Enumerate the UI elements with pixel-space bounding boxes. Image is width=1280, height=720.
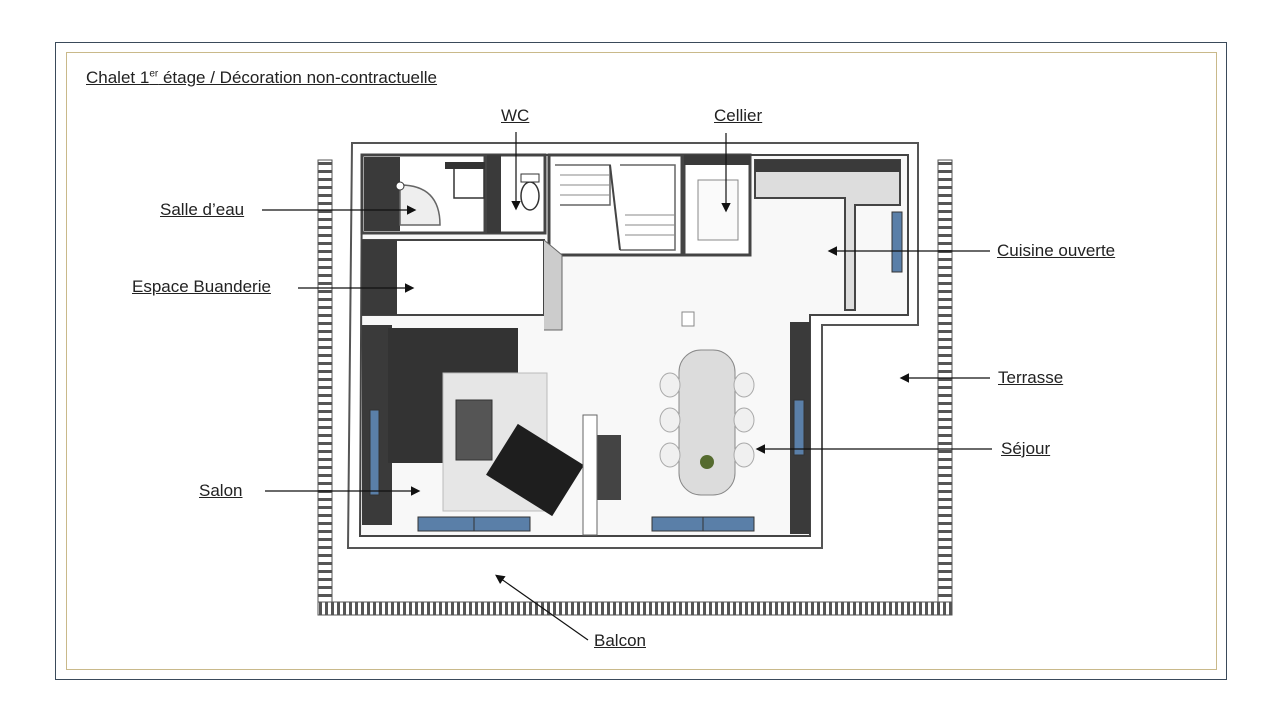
page-title: Chalet 1er étage / Décoration non-contra… — [86, 68, 438, 87]
label-balcon: Balcon — [594, 631, 646, 650]
buanderie-room — [361, 239, 563, 331]
salon-area — [362, 325, 621, 536]
label-wc: WC — [501, 106, 530, 125]
outer-frame — [55, 42, 1227, 680]
label-cuisine-ouverte: Cuisine ouverte — [997, 241, 1116, 260]
label-espace-buanderie: Espace Buanderie — [132, 277, 271, 296]
sejour-wall — [790, 322, 810, 534]
pointer-lines — [262, 132, 992, 641]
dining-table — [659, 311, 755, 496]
label-terrasse: Terrasse — [998, 368, 1064, 387]
kitchen-counter — [754, 159, 903, 311]
staircase — [547, 153, 684, 257]
label-sejour: Séjour — [1001, 439, 1051, 458]
cellier-room — [682, 153, 752, 257]
balcony-railing — [317, 159, 953, 616]
label-salon: Salon — [199, 481, 243, 500]
bottom-windows — [417, 516, 755, 532]
salle-deau-room — [360, 153, 487, 235]
label-salle-deau: Salle d’eau — [160, 200, 245, 219]
label-cellier: Cellier — [714, 106, 763, 125]
inner-frame — [66, 52, 1217, 670]
